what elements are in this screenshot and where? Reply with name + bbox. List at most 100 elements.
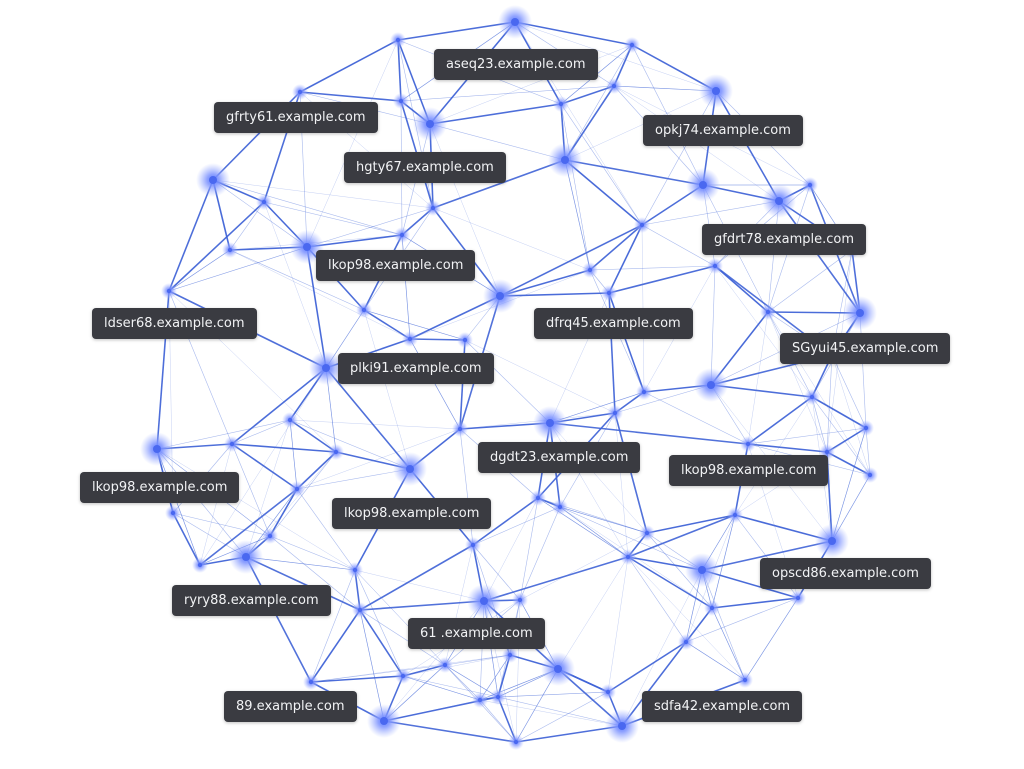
network-link: [479, 699, 623, 727]
network-link: [212, 179, 403, 236]
host-label-opscd86[interactable]: opscd86.example.com: [760, 558, 931, 589]
host-label-ryry88[interactable]: ryry88.example.com: [172, 585, 331, 616]
host-label-ldser68[interactable]: ldser68.example.com: [92, 308, 257, 339]
host-label-lkop98[interactable]: lkop98.example.com: [332, 498, 492, 529]
host-label-gfrty61[interactable]: gfrty61.example.com: [214, 102, 378, 133]
network-link: [363, 309, 411, 470]
network-node-core: [209, 176, 217, 184]
network-link: [560, 103, 591, 271]
network-link: [559, 506, 629, 558]
network-link: [397, 39, 402, 102]
host-label-hgty67[interactable]: hgty67.example.com: [344, 152, 506, 183]
network-node-core: [625, 554, 631, 560]
network-link: [557, 556, 629, 670]
network-link: [608, 265, 716, 294]
network-node-core: [612, 410, 618, 416]
network-node-core: [357, 607, 363, 613]
network-node-core: [406, 465, 414, 473]
network-link: [168, 201, 265, 292]
network-link: [747, 396, 813, 445]
host-label-89[interactable]: 89.example.com: [224, 691, 357, 722]
network-node-core: [587, 267, 593, 273]
network-node-core: [400, 673, 406, 679]
network-link: [564, 159, 704, 186]
network-link: [549, 422, 648, 534]
network-link: [172, 512, 201, 566]
network-link: [263, 201, 403, 236]
network-link: [429, 44, 633, 125]
network-link: [354, 569, 446, 666]
network-link: [156, 448, 201, 566]
host-label-dgdt23[interactable]: dgdt23.example.com: [478, 442, 641, 473]
network-link: [289, 419, 337, 453]
network-link: [245, 556, 312, 683]
network-node-core: [809, 394, 815, 400]
network-link: [444, 664, 499, 698]
network-link: [269, 535, 356, 571]
network-link: [168, 249, 231, 292]
network-link: [519, 497, 539, 601]
network-link: [627, 514, 736, 558]
network-link: [641, 90, 717, 226]
network-node-core: [352, 567, 358, 573]
network-node-core: [795, 595, 801, 601]
network-link: [483, 497, 539, 602]
network-link: [744, 597, 799, 681]
network-link: [306, 39, 399, 248]
network-link: [359, 544, 474, 611]
network-link: [479, 654, 511, 701]
network-link: [641, 200, 780, 226]
network-link: [497, 696, 623, 727]
network-node-core: [513, 739, 519, 745]
network-link: [359, 600, 485, 611]
network-node-core: [166, 288, 172, 294]
network-link: [714, 265, 813, 398]
network-node-core: [557, 504, 563, 510]
network-link: [767, 311, 828, 453]
network-node-core: [644, 530, 650, 536]
network-link: [383, 720, 517, 743]
network-link: [229, 249, 411, 340]
network-link: [767, 200, 780, 313]
host-label-lkop98[interactable]: lkop98.example.com: [316, 250, 476, 281]
network-link: [296, 451, 337, 490]
network-link: [354, 569, 404, 677]
host-label-dfrq45[interactable]: dfrq45.example.com: [534, 308, 693, 339]
host-label-sgyui45[interactable]: SGyui45.example.com: [780, 333, 951, 364]
network-link: [363, 309, 466, 341]
host-label-aseq23[interactable]: aseq23.example.com: [434, 49, 598, 80]
network-link: [564, 44, 633, 161]
network-link: [432, 207, 591, 271]
network-link: [614, 412, 629, 558]
network-link: [519, 506, 561, 601]
host-label-lkop98[interactable]: lkop98.example.com: [669, 455, 829, 486]
network-link: [831, 427, 867, 542]
host-label-lkop98[interactable]: lkop98.example.com: [80, 472, 240, 503]
network-link: [560, 85, 615, 105]
host-label-opkj74[interactable]: opkj74.example.com: [643, 115, 803, 146]
network-link: [400, 85, 615, 102]
network-node-core: [297, 89, 303, 95]
network-link: [559, 506, 703, 571]
network-link: [231, 443, 298, 490]
network-link: [229, 249, 365, 311]
host-label-gfdrt78[interactable]: gfdrt78.example.com: [702, 224, 867, 255]
network-link: [245, 556, 356, 571]
network-node-core: [361, 307, 367, 313]
network-link: [212, 179, 308, 248]
network-node-core: [227, 247, 233, 253]
network-link: [711, 607, 746, 681]
network-link: [168, 179, 214, 292]
network-link: [299, 39, 399, 93]
network-link: [711, 514, 736, 609]
host-label-sdfa42[interactable]: sdfa42.example.com: [642, 691, 803, 722]
network-link: [701, 569, 746, 681]
network-link: [269, 488, 298, 537]
host-label-61[interactable]: 61 .example.com: [408, 618, 545, 649]
network-node-core: [457, 426, 463, 432]
network-node-core: [426, 120, 434, 128]
network-node-core: [742, 677, 748, 683]
network-link: [472, 544, 521, 601]
host-label-plki91[interactable]: plki91.example.com: [338, 353, 494, 384]
network-link: [479, 654, 511, 701]
